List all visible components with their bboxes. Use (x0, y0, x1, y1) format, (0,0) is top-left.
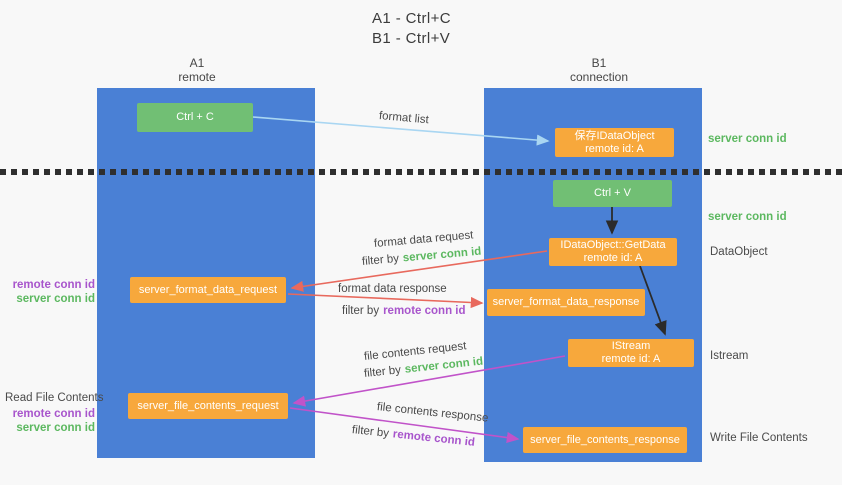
lifeline-a-name: A1 (189, 56, 205, 70)
format-request-node: server_format_data_request (130, 277, 286, 303)
file-contents-response-label: file contents response (376, 401, 489, 425)
server-conn-id-annotation-top: server conn id (708, 133, 787, 145)
server-conn-id-key: server conn id (404, 355, 484, 376)
filter-by-text: filter by (342, 305, 380, 317)
title-line-1: A1 - Ctrl+C (372, 10, 451, 27)
filter-by-text: filter by (351, 424, 390, 440)
filter-by-text: filter by (361, 252, 400, 268)
lifeline-b-role: connection (569, 70, 629, 84)
format-data-response-arrow (287, 293, 484, 309)
file-request-node: server_file_contents_request (128, 393, 288, 419)
remote-conn-id-label: remote conn id (12, 408, 95, 420)
remote-conn-id-key: remote conn id (383, 305, 466, 317)
lifeline-a-role: remote (178, 70, 216, 84)
section-divider (0, 169, 842, 175)
file-response-node: server_file_contents_response (523, 427, 687, 453)
remote-conn-id-key: remote conn id (392, 428, 476, 449)
istream-line1: IStream (611, 340, 651, 352)
server-conn-id-label: server conn id (16, 293, 95, 305)
title-line-2: B1 - Ctrl+V (372, 30, 451, 47)
file-conn-id-annotation: remote conn id server conn id (9, 407, 95, 435)
save-idataobject-line2: remote id: A (585, 142, 644, 155)
istream-annotation: Istream (710, 350, 749, 362)
format-list-label: format list (378, 110, 430, 127)
file-response-label: server_file_contents_response (530, 433, 680, 446)
dataobject-annotation: DataObject (710, 246, 768, 258)
ctrl-c-node: Ctrl + C (137, 103, 253, 132)
istream-line2: remote id: A (601, 353, 661, 365)
format-response-label: server_format_data_response (492, 296, 640, 308)
getdata-line2: remote id: A (583, 252, 643, 264)
server-conn-id-annotation-mid: server conn id (708, 211, 787, 223)
lifeline-b-name: B1 (591, 56, 607, 70)
getdata-line1: IDataObject::GetData (560, 239, 666, 251)
lifeline-b-header: B1 connection (490, 56, 708, 84)
save-idataobject-line1: 保存IDataObject (574, 129, 655, 142)
format-request-label: server_format_data_request (138, 283, 278, 296)
istream-node: IStream remote id: A (568, 339, 694, 367)
ctrl-v-node: Ctrl + V (553, 180, 672, 207)
filter-by-text: filter by (363, 364, 402, 380)
server-conn-id-label: server conn id (16, 422, 95, 434)
getdata-node: IDataObject::GetData remote id: A (549, 238, 677, 266)
ctrl-c-label: Ctrl + C (176, 111, 214, 123)
save-idataobject-node: 保存IDataObject remote id: A (555, 128, 674, 157)
read-file-contents-annotation: Read File Contents (5, 392, 104, 404)
format-response-node: server_format_data_response (487, 289, 645, 316)
diagram-title: A1 - Ctrl+C B1 - Ctrl+V (372, 9, 451, 49)
write-file-contents-annotation: Write File Contents (710, 432, 808, 444)
format-conn-id-annotation: remote conn id server conn id (9, 278, 95, 306)
ctrl-v-label: Ctrl + V (594, 187, 631, 199)
file-request-label: server_file_contents_request (137, 399, 279, 412)
format-data-response-label: format data response (338, 283, 447, 295)
lifeline-a-header: A1 remote (88, 56, 306, 84)
remote-conn-id-label: remote conn id (12, 279, 95, 291)
server-conn-id-key: server conn id (402, 245, 482, 265)
